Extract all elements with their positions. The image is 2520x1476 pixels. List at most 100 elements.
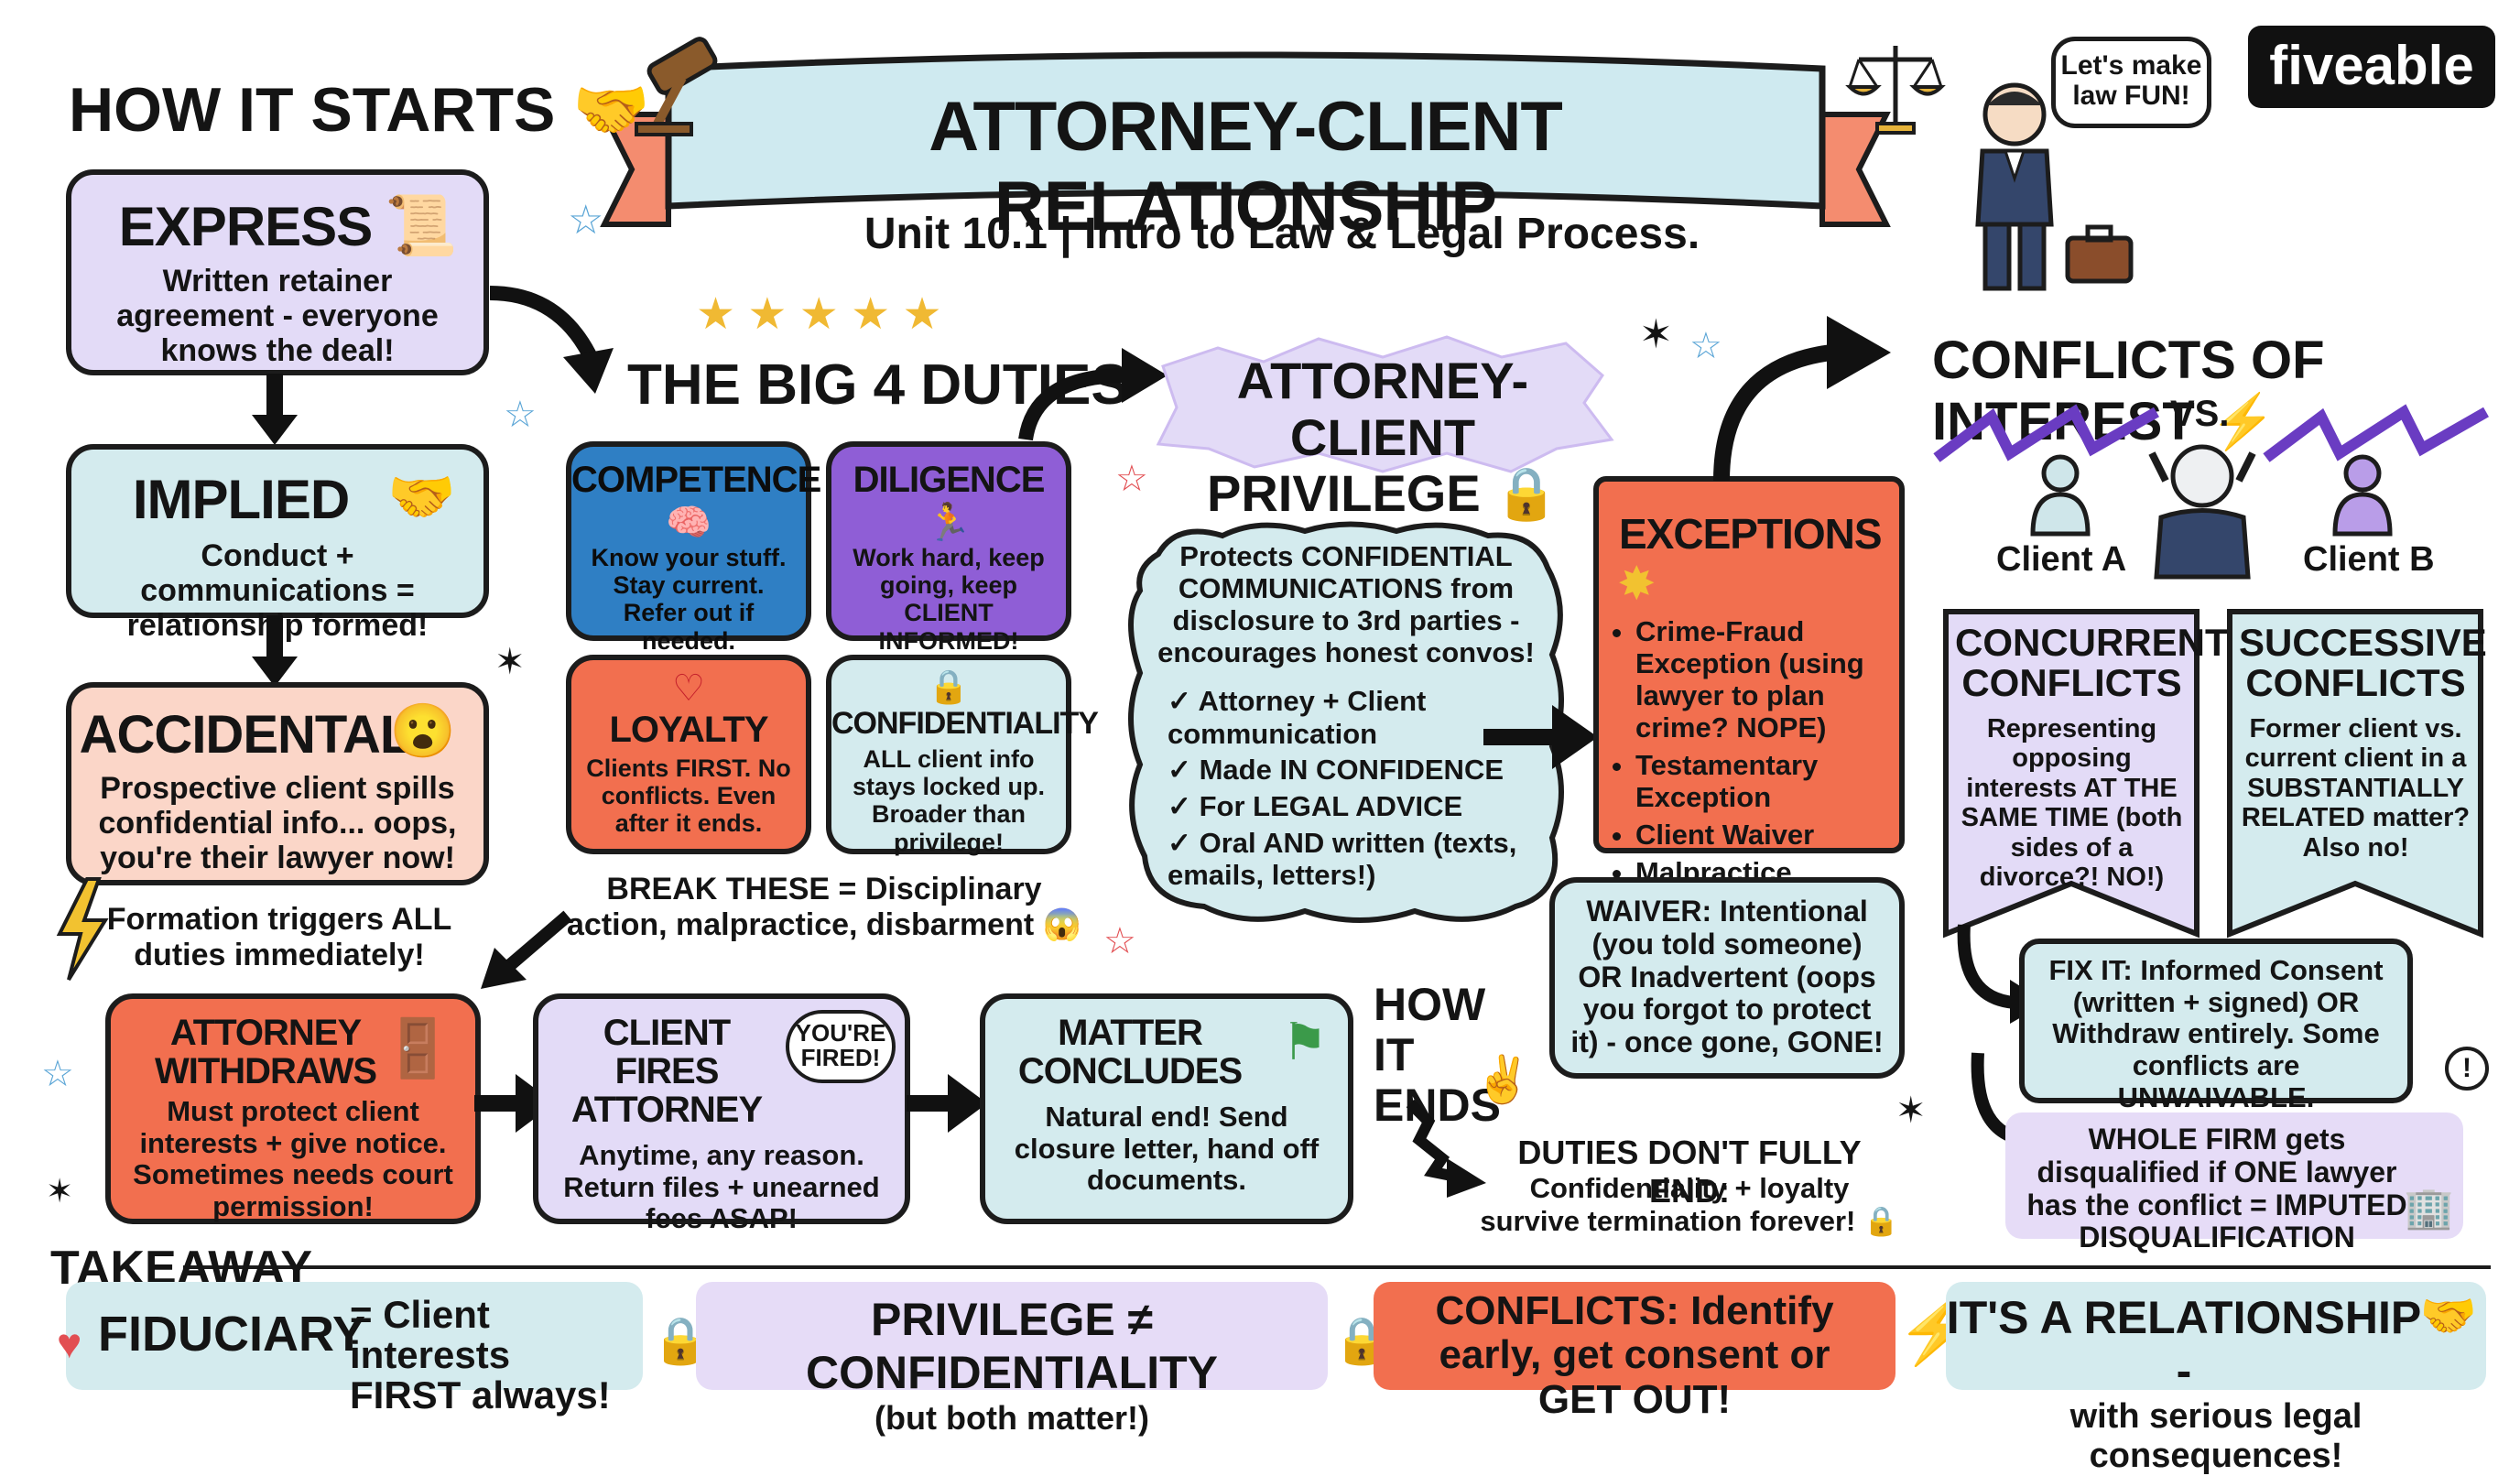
concurrent-text: Representing opposing interests AT THE S… xyxy=(1961,714,2183,893)
successive-text: Former client vs. current client in a SU… xyxy=(2241,714,2471,863)
zigzag-right xyxy=(2263,404,2489,462)
diligence-card: DILIGENCE 🏃 Work hard, keep going, keep … xyxy=(826,441,1071,655)
checkmark-icon: ✓ xyxy=(1168,826,1200,859)
mascot-speech-bubble: Let's make law FUN! xyxy=(2051,37,2211,128)
exceptions-title: EXCEPTIONS ✸ xyxy=(1619,509,1899,608)
exceptions-title-text: EXCEPTIONS xyxy=(1619,510,1883,558)
exceptions-list: Crime-Fraud Exception (using lawyer to p… xyxy=(1599,615,1899,920)
runner-icon: 🏃 xyxy=(926,503,972,543)
scales-icon xyxy=(1845,46,1946,135)
fiduciary-word: FIDUCIARY xyxy=(98,1307,365,1362)
break-duties-note: BREAK THESE = Disciplinary action, malpr… xyxy=(563,872,1085,943)
door-icon: 🚪 xyxy=(382,1017,453,1080)
implied-card: IMPLIED Conduct + communications = relat… xyxy=(66,444,489,643)
lightning-icon: ⚡ xyxy=(2209,392,2276,451)
confidentiality-text: ALL client info stays locked up. Broader… xyxy=(852,745,1046,856)
star-icon: ☆ xyxy=(41,1054,74,1094)
zigzag-left xyxy=(1933,404,2159,462)
concurrent-banner xyxy=(1943,609,2200,939)
checkmark-icon: ✓ xyxy=(1168,685,1199,717)
loyalty-title: LOYALTY xyxy=(609,710,768,750)
relationship-takeaway-sub: with serious legal consequences! xyxy=(2069,1397,2362,1475)
takeaway-relationship: IT'S A RELATIONSHIP - with serious legal… xyxy=(1946,1282,2486,1475)
successive-banner xyxy=(2227,609,2483,939)
lock-icon: 🔒 xyxy=(1494,464,1559,523)
duties-dont-end-text: Confidentiality + loyalty survive termin… xyxy=(1479,1172,1900,1237)
diligence-text: Work hard, keep going, keep CLIENT INFOR… xyxy=(853,544,1045,655)
privilege-heading: ATTORNEY-CLIENT PRIVILEGE 🔒 xyxy=(1163,353,1602,522)
brain-icon: 🧠 xyxy=(666,503,711,543)
check-item: ✓ Attorney + Client communication xyxy=(1168,685,1427,750)
privilege-heading-text: ATTORNEY-CLIENT PRIVILEGE xyxy=(1206,352,1529,523)
exception-item: Crime-Fraud Exception (using lawyer to p… xyxy=(1635,615,1886,743)
arrow-break-to-end xyxy=(481,910,572,989)
how-it-ends-heading: HOW IT ENDS xyxy=(1374,979,1501,1131)
star-icon: ☆ xyxy=(1689,326,1722,366)
waiver-card: WAIVER: Intentional (you told someone) O… xyxy=(1549,877,1905,1079)
brand-logo: fiveable xyxy=(2248,26,2495,108)
concurrent-title: CONCURRENT CONFLICTS xyxy=(1955,621,2229,705)
page-subtitle: Unit 10.1 | Intro to Law & Legal Process… xyxy=(864,210,1700,258)
diligence-title: DILIGENCE xyxy=(853,460,1046,500)
how-it-starts-heading: HOW IT STARTS 🤝 xyxy=(69,73,650,147)
stressed-lawyer-icon xyxy=(2148,444,2256,580)
imputed-text: WHOLE FIRM gets disqualified if ONE lawy… xyxy=(2026,1123,2407,1254)
star-icon: ✶ xyxy=(46,1172,74,1210)
flag-icon: ⚑ xyxy=(1281,1013,1328,1070)
client-a-label: Client A xyxy=(1996,540,2127,579)
arrow-implied-accidental xyxy=(252,615,298,687)
fires-title: CLIENT FIRES ATTORNEY xyxy=(570,1013,763,1130)
arrow-ends-duties xyxy=(1406,1099,1486,1198)
takeaway-fiduciary: ♥ FIDUCIARY = Client interests FIRST alw… xyxy=(57,1282,643,1416)
express-card: EXPRESS Written retainer agreement - eve… xyxy=(66,169,489,375)
arrow-duties-privilege xyxy=(1018,348,1168,441)
lock-icon: 🔒 xyxy=(1863,1204,1899,1237)
imputed-card: WHOLE FIRM gets disqualified if ONE lawy… xyxy=(2005,1112,2463,1254)
handshake-icon: 🤝 xyxy=(572,75,650,145)
client-b-person-icon xyxy=(2332,454,2393,537)
check-item: ✓ For LEGAL ADVICE xyxy=(1168,789,1463,822)
fix-it-text: FIX IT: Informed Consent (written + sign… xyxy=(2048,954,2384,1113)
withdraws-title: ATTORNEY WITHDRAWS xyxy=(154,1013,377,1091)
heart-icon: ♥ xyxy=(57,1319,82,1367)
successive-title: SUCCESSIVE CONFLICTS xyxy=(2239,621,2487,705)
star-icon: ☆ xyxy=(568,198,604,243)
duties-dont-end-title: DUTIES DON'T FULLY END: xyxy=(1517,1134,1862,1210)
star-icon: ☆ xyxy=(1115,459,1148,499)
break-duties-text: BREAK THESE = Disciplinary action, malpr… xyxy=(567,872,1042,943)
concludes-text: Natural end! Send closure letter, hand o… xyxy=(1014,1101,1320,1197)
youre-fired-badge: YOU'RE FIRED! xyxy=(786,1010,896,1083)
alert-icon: ! xyxy=(2445,1047,2489,1091)
privilege-burst xyxy=(1156,335,1614,473)
mascot-lawyer xyxy=(1975,82,2054,291)
handshake-icon: 🤝 xyxy=(387,466,456,527)
exceptions-card: EXCEPTIONS ✸ Crime-Fraud Exception (usin… xyxy=(1593,476,1905,920)
document-icon: 📜 xyxy=(385,192,458,258)
arrow-express-implied xyxy=(252,374,298,445)
express-text: Written retainer agreement - everyone kn… xyxy=(116,264,439,369)
lock-icon: 🔒 xyxy=(928,667,970,705)
takeaway-divider xyxy=(183,1265,2491,1269)
check-item: ✓ Oral AND written (texts, emails, lette… xyxy=(1168,826,1517,892)
how-it-starts-heading-text: HOW IT STARTS xyxy=(69,75,556,145)
fiduciary-text: = Client interests FIRST always! xyxy=(350,1293,611,1417)
privilege-checklist: ✓ Attorney + Client communication ✓ Made… xyxy=(1168,685,1552,892)
mascot-speech-text: Let's make law FUN! xyxy=(2060,50,2202,111)
accidental-card: ACCIDENTAL Prospective client spills con… xyxy=(66,682,489,885)
formation-trigger-note: Formation triggers ALL duties immediatel… xyxy=(106,902,452,973)
gavel-icon xyxy=(635,37,718,136)
arrow-privilege-exceptions xyxy=(1483,705,1598,769)
competence-card: COMPETENCE 🧠 Know your stuff. Stay curre… xyxy=(566,441,821,655)
matter-concludes-card: MATTER CONCLUDES Natural end! Send closu… xyxy=(980,993,1353,1224)
arrow-exceptions-conflicts xyxy=(1713,316,1891,482)
fix-it-card: FIX IT: Informed Consent (written + sign… xyxy=(2019,939,2413,1113)
accidental-title: ACCIDENTAL xyxy=(79,705,413,765)
client-fires-card: CLIENT FIRES ATTORNEY Anytime, any reaso… xyxy=(533,993,910,1234)
loyalty-text: Clients FIRST. No conflicts. Even after … xyxy=(586,754,791,838)
brand-name: fiveable xyxy=(2269,35,2474,96)
page-title: ATTORNEY-CLIENT RELATIONSHIP xyxy=(929,88,1563,245)
star-icon: ☆ xyxy=(1103,921,1136,961)
attorney-withdraws-card: ATTORNEY WITHDRAWS Must protect client i… xyxy=(105,993,481,1224)
client-b-label: Client B xyxy=(2303,540,2435,579)
peace-hand-icon: ✌ xyxy=(1474,1054,1532,1105)
